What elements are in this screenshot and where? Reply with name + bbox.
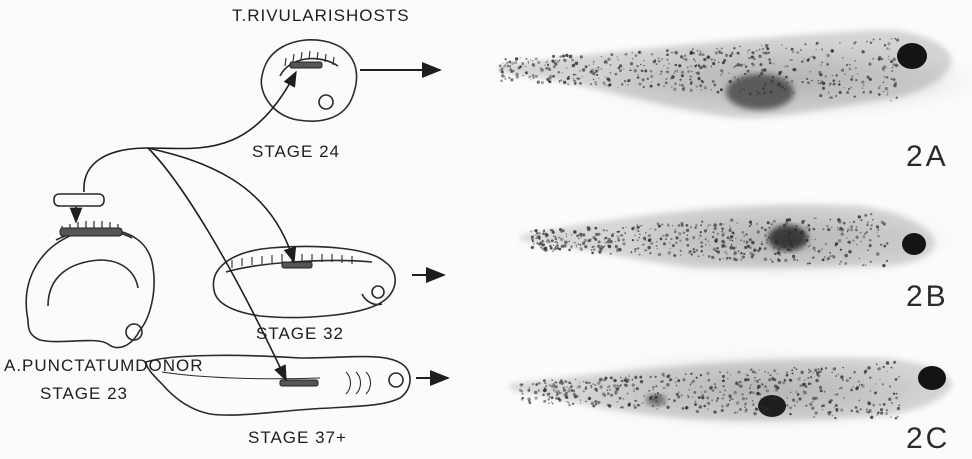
donor-label: A.PUNCTATUMDONOR — [4, 356, 204, 376]
larva-photo-2a — [500, 30, 972, 118]
panel-label-2b: 2B — [906, 280, 949, 314]
donor-embryo — [26, 194, 154, 348]
stage-32-label: STAGE 32 — [256, 324, 344, 344]
panel-label-2c: 2C — [906, 422, 950, 456]
stage-24-label: STAGE 24 — [252, 142, 340, 162]
larva-photo-2c — [510, 352, 960, 428]
panel-label-2a: 2A — [906, 140, 949, 174]
donor-stage-label: STAGE 23 — [40, 384, 128, 404]
hosts-label: T.RIVULARISHOSTS — [232, 6, 410, 26]
stage-37-label: STAGE 37+ — [248, 428, 347, 448]
host-embryo-stage-24 — [261, 40, 356, 121]
result-arrows — [360, 70, 448, 378]
host-embryo-stage-32 — [213, 247, 395, 318]
